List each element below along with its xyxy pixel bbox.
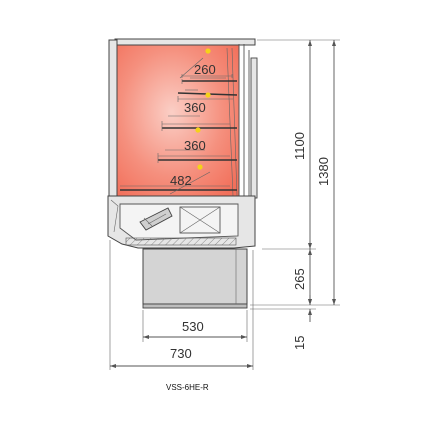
foot-height-value: 15 bbox=[292, 336, 307, 350]
display-height-value: 1100 bbox=[292, 132, 307, 160]
fan-unit bbox=[139, 207, 173, 231]
insulation-hatch bbox=[125, 237, 237, 246]
shelf-3 bbox=[161, 115, 237, 133]
indicator-dot bbox=[205, 48, 211, 54]
base-stand bbox=[142, 248, 248, 309]
height-dimensions: 1100 1380 265 15 bbox=[250, 39, 340, 350]
shelf-2 bbox=[177, 89, 238, 102]
front-glass-frame bbox=[238, 44, 250, 198]
shelf-depth-3: 360 bbox=[184, 138, 206, 153]
front-profile bbox=[250, 57, 258, 199]
base-width-value: 530 bbox=[182, 319, 204, 334]
indicator-dot bbox=[197, 164, 203, 170]
indicator-dot bbox=[205, 92, 211, 98]
shelf-depth-labels: 260 360 360 482 bbox=[170, 62, 216, 188]
base-cabinet bbox=[142, 248, 248, 305]
shelf-4 bbox=[157, 149, 237, 170]
air-curtain-lines bbox=[226, 47, 238, 197]
display-refrigerated-area bbox=[116, 43, 240, 197]
evaporator-box bbox=[179, 206, 221, 234]
base-height-value: 265 bbox=[292, 268, 307, 290]
shelf-depth-4: 482 bbox=[170, 173, 192, 188]
total-height-value: 1380 bbox=[316, 157, 331, 186]
base-foot bbox=[142, 303, 248, 309]
bottom-deck bbox=[120, 171, 237, 195]
width-dimensions: 530 730 bbox=[109, 240, 254, 370]
shelf-depth-1: 260 bbox=[194, 62, 216, 77]
back-panel bbox=[108, 39, 118, 198]
top-canopy bbox=[114, 38, 256, 46]
lower-tub-section bbox=[107, 195, 256, 249]
model-caption: VSS-6HE-R bbox=[166, 383, 209, 392]
display-compartment bbox=[108, 38, 258, 199]
shelf-depth-2: 360 bbox=[184, 100, 206, 115]
shelf-1 bbox=[179, 48, 237, 84]
total-width-value: 730 bbox=[170, 346, 192, 361]
indicator-dot bbox=[195, 127, 201, 133]
shelves bbox=[120, 48, 238, 195]
